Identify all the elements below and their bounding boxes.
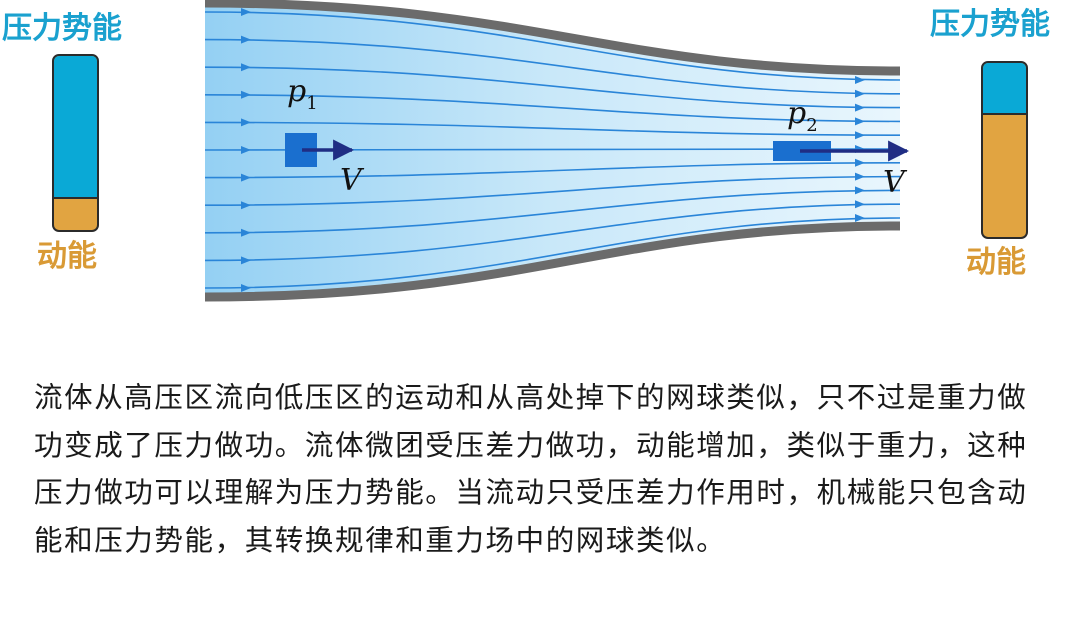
streamline-inlet-arrowhead: [241, 228, 251, 237]
streamline-inlet-arrowhead: [241, 118, 251, 127]
streamline: [204, 121, 901, 136]
right-pressure-energy-fill: [983, 63, 1026, 116]
streamline-outlet-arrowhead: [855, 131, 865, 140]
streamline: [204, 94, 901, 123]
streamline-inlet-arrowhead: [241, 63, 251, 72]
streamline-inlet-arrowhead: [241, 35, 251, 44]
left-energy-bar: [52, 54, 99, 232]
streamline-outlet-arrowhead: [855, 214, 865, 222]
streamline-inlet-arrowhead: [241, 8, 251, 16]
streamline-inlet-arrowhead: [241, 173, 251, 182]
right-kinetic-energy-label: 动能: [966, 245, 1026, 280]
pipe-bottom-wall: [204, 221, 901, 302]
streamline-inlet-arrowhead: [241, 90, 251, 99]
streamline-outlet-arrowhead: [855, 186, 865, 195]
streamline-outlet-arrowhead: [855, 200, 865, 209]
pressure-label-2: p2: [787, 96, 818, 136]
left-pressure-energy-label: 压力势能: [2, 11, 122, 46]
streamline: [204, 162, 901, 179]
right-energy-bar: [981, 61, 1028, 239]
streamline-outlet-arrowhead: [855, 89, 865, 98]
streamline: [204, 217, 901, 289]
streamline-outlet-arrowhead: [855, 103, 865, 112]
right-pressure-energy-label: 压力势能: [930, 7, 1050, 42]
streamline-inlet-arrowhead: [241, 201, 251, 210]
streamline-outlet-arrowhead: [855, 117, 865, 126]
pipe-top-wall: [204, 0, 901, 76]
streamlines: [204, 11, 901, 289]
velocity-label-2: V: [883, 165, 908, 200]
streamline: [204, 189, 901, 234]
streamline-inlet-arrowhead: [241, 146, 251, 154]
streamline: [204, 203, 901, 262]
streamline-outlet-arrowhead: [855, 172, 865, 181]
streamline-inlet-arrowhead: [241, 284, 251, 292]
streamline-outlet-arrowhead: [855, 76, 865, 84]
streamline: [204, 38, 901, 95]
left-kinetic-energy-label: 动能: [37, 239, 97, 274]
pressure-label-1: p1: [287, 74, 318, 114]
streamline-arrowheads: [241, 8, 865, 292]
streamline-outlet-arrowhead: [855, 158, 865, 167]
streamline: [204, 11, 901, 81]
streamline: [204, 175, 901, 206]
streamline: [204, 66, 901, 109]
caption-paragraph: 流体从高压区流向低压区的运动和从高处掉下的网球类似，只不过是重力做功变成了压力做…: [34, 381, 1028, 557]
bernoulli-diagram: 压力势能 动能 压力势能 动能: [2, 0, 1050, 302]
left-pressure-energy-fill: [54, 56, 97, 199]
velocity-label-1: V: [340, 163, 365, 198]
converging-pipe: p1 V p2 V: [204, 0, 910, 302]
streamline-inlet-arrowhead: [241, 256, 251, 265]
